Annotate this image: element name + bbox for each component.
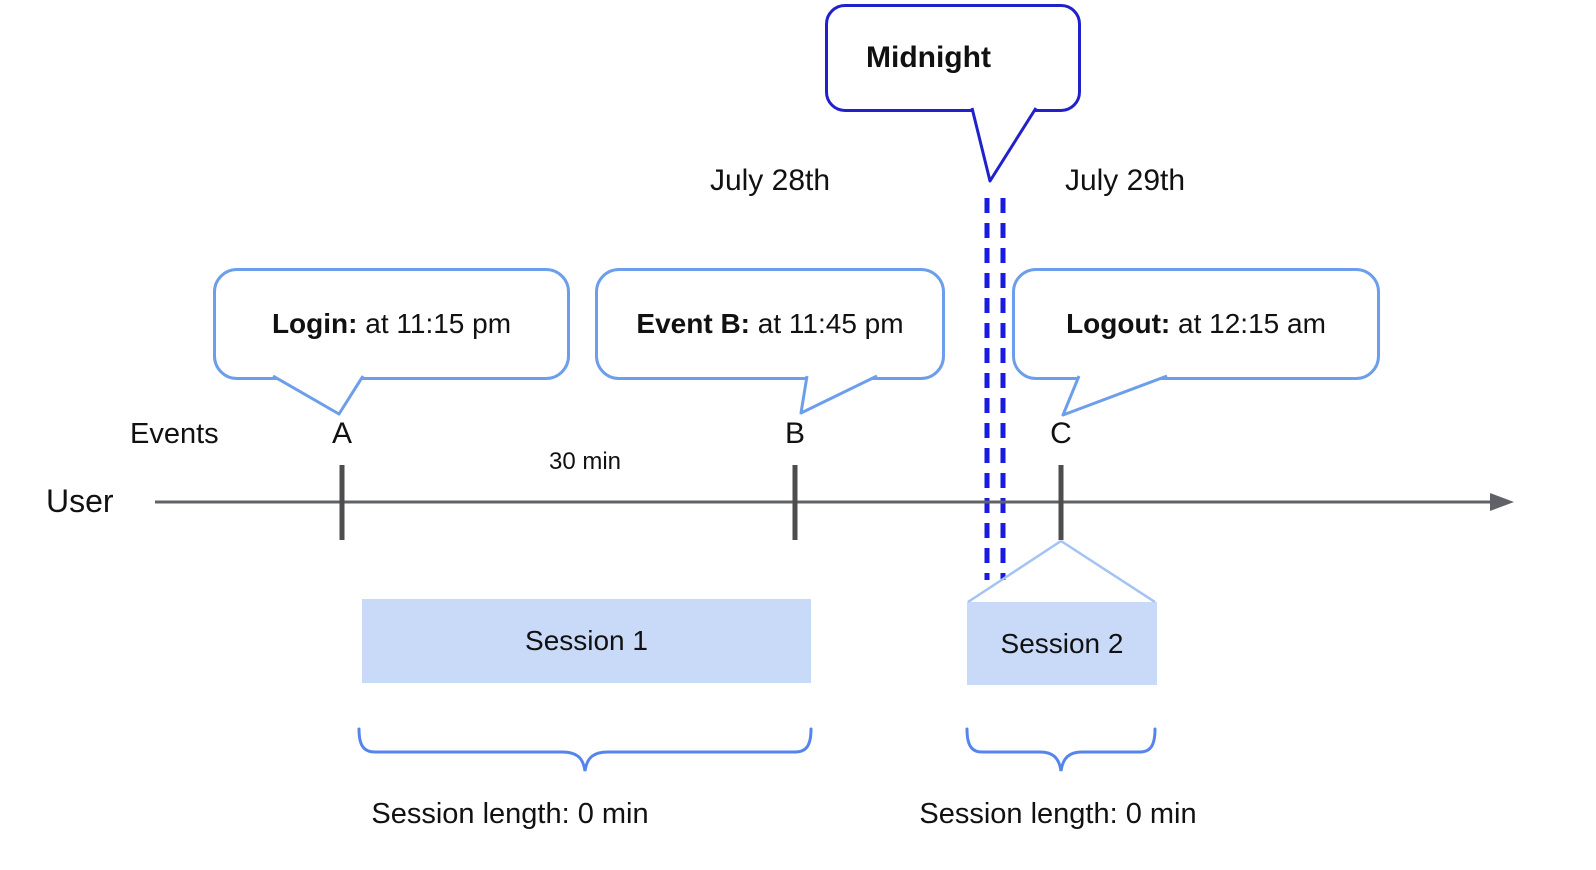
event-letter-c: C xyxy=(1050,417,1072,450)
event-b-callout-tail xyxy=(799,374,878,415)
logout-callout-bold: Logout: xyxy=(1066,308,1171,339)
session-2-wedge-right xyxy=(1060,539,1156,604)
session-2-wedge-left xyxy=(967,539,1062,604)
timeline-arrowhead xyxy=(1490,493,1514,511)
midnight-callout: Midnight xyxy=(825,4,1081,112)
login-callout: Login: at 11:15 pm xyxy=(213,268,570,380)
session-1-brace xyxy=(357,727,813,772)
event-b-callout-text: at 11:45 pm xyxy=(750,308,904,339)
login-callout-text: at 11:15 pm xyxy=(357,308,512,339)
event-b-callout-bold: Event B: xyxy=(636,308,750,339)
date-label-july-29: July 29th xyxy=(1064,164,1186,197)
logout-callout-text: at 12:15 am xyxy=(1170,308,1326,339)
user-lane-label: User xyxy=(46,483,114,519)
midnight-label: Midnight xyxy=(866,41,991,74)
date-label-july-28: July 28th xyxy=(709,164,831,197)
login-callout-tail xyxy=(272,374,365,416)
event-letter-b: B xyxy=(784,417,806,450)
events-axis-label: Events xyxy=(130,418,219,450)
session-1-box: Session 1 xyxy=(362,599,811,683)
session-2-label: Session 2 xyxy=(1000,627,1124,659)
event-letter-a: A xyxy=(331,417,353,450)
event-b-callout: Event B: at 11:45 pm xyxy=(595,268,945,380)
midnight-callout-tail xyxy=(970,107,1038,183)
session-1-length-label: Session length: 0 min xyxy=(371,798,649,830)
session-2-box: Session 2 xyxy=(967,602,1157,685)
login-callout-bold: Login: xyxy=(271,308,358,339)
session-2-brace xyxy=(965,727,1157,772)
interval-label: 30 min xyxy=(548,448,622,475)
logout-callout: Logout: at 12:15 am xyxy=(1012,268,1380,380)
logout-callout-tail xyxy=(1061,374,1168,417)
session-1-label: Session 1 xyxy=(525,625,648,656)
session-2-length-label: Session length: 0 min xyxy=(919,798,1197,830)
